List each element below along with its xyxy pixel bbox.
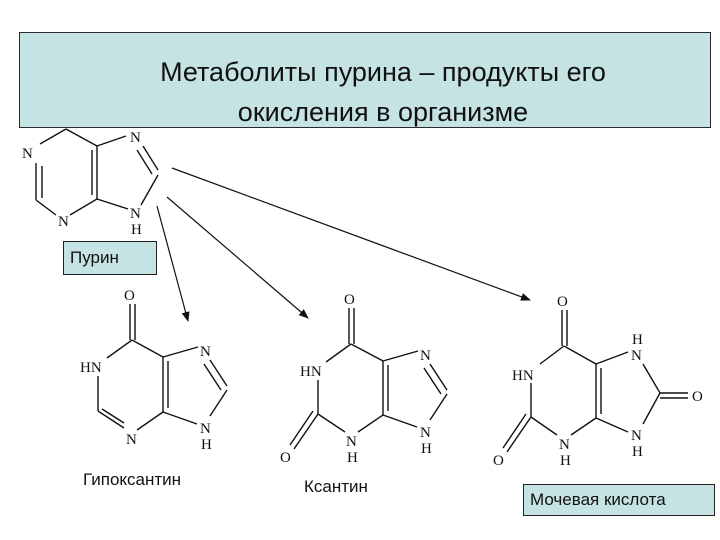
purine-atom-n7: N [130, 130, 141, 146]
uric-acid-atom-o2: O [493, 453, 504, 469]
purine-atom-n9: N [130, 206, 141, 222]
arrow-to-hypoxanthine [156, 205, 190, 322]
uric-acid-atom-hn1: HN [512, 368, 534, 384]
xanthine-atom-hn1: HN [300, 364, 322, 380]
uric-acid-structure [502, 310, 688, 453]
uric-acid-atom-h3: H [560, 453, 571, 469]
uric-acid-label: Мочевая кислота [523, 484, 715, 516]
hypoxanthine-atom-o: O [124, 288, 135, 304]
uric-acid-atom-o8: O [692, 389, 703, 405]
xanthine-atom-n7: N [420, 348, 431, 364]
hypoxanthine-atom-hn1: HN [80, 360, 102, 376]
hypoxanthine-structure [97, 304, 228, 431]
xanthine-structure [289, 308, 448, 450]
purine-structure [35, 128, 159, 216]
hypoxanthine-atom-n7: N [200, 344, 211, 360]
purine-atom-h9: H [131, 222, 142, 238]
arrow-to-uric-acid [171, 167, 531, 301]
title-line-1: Метаболиты пурина – продукты его [160, 57, 606, 87]
uric-acid-atom-o6: O [557, 294, 568, 310]
xanthine-atom-n9: N [420, 425, 431, 441]
uric-acid-atom-n3: N [559, 437, 570, 453]
title-line-2: окисления в организме [237, 97, 529, 127]
reaction-arrows [156, 167, 531, 322]
arrow-to-xanthine [166, 196, 309, 319]
purine-atom-n1: N [22, 146, 33, 162]
uric-acid-atom-h7: H [632, 332, 643, 348]
xanthine-atom-o6: O [344, 292, 355, 308]
purine-atom-n3: N [58, 214, 69, 230]
hypoxanthine-atom-n9: N [200, 421, 211, 437]
title-box: Метаболиты пурина – продукты его окислен… [19, 32, 711, 128]
uric-acid-atom-n9: N [631, 428, 642, 444]
purine-label: Пурин [63, 241, 157, 275]
uric-acid-atom-n7: N [631, 348, 642, 364]
hypoxanthine-atom-n3: N [126, 432, 137, 448]
xanthine-label: Ксантин [304, 477, 368, 496]
hypoxanthine-label: Гипоксантин [83, 470, 182, 489]
xanthine-atom-n3: N [346, 434, 357, 450]
hypoxanthine-atom-h9: H [201, 437, 212, 453]
uric-acid-atom-h9: H [632, 444, 643, 460]
xanthine-atom-h9: H [421, 441, 432, 457]
xanthine-atom-h3: H [347, 450, 358, 466]
xanthine-atom-o2: O [280, 450, 291, 466]
